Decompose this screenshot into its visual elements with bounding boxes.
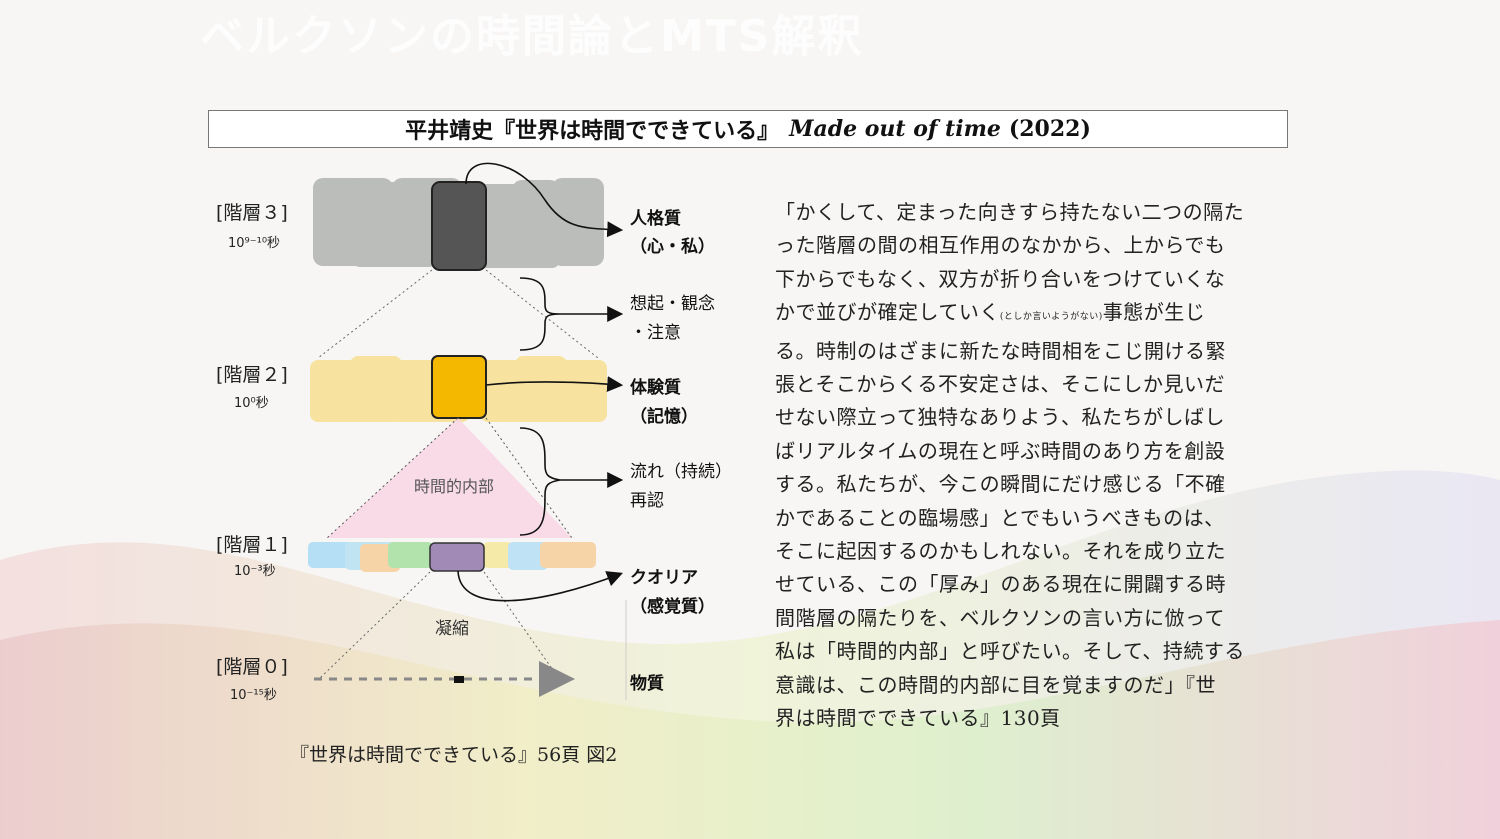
label-personality: 人格質 [630,209,681,229]
quote-text: 「かくして、定まった向きすら持たない二つの隔た った階層の間の相互作用のなかから… [775,196,1285,736]
level2-time: 10⁰秒 [234,396,269,411]
arrow-personality [465,162,624,238]
brace-recall [519,277,561,351]
level3-band [313,178,604,268]
label-experience: 体験質 [630,378,681,398]
level3-time: 10⁹⁻¹⁰秒 [228,236,281,251]
label-recall: 想起・観念 [630,294,715,314]
label-flow: 流れ（持続） [630,462,732,482]
book-title-jp: 平井靖史『世界は時間でできている』 [405,118,780,144]
level1-core [429,542,485,572]
arrow-qualia [457,570,623,602]
arrow-experience [485,376,624,393]
quote-note: (としか言いようがない) [999,312,1103,323]
book-title-en: Made out of time [789,116,1001,142]
level1-band [308,542,596,572]
label-temporal-inside: 時間的内部 [414,477,495,496]
label-condensation: 凝縮 [435,619,469,639]
slide-title: ベルクソンの時間論とMTS解釈 [200,11,864,62]
level1-label: [階層１] [216,534,288,556]
label-recall-sub: ・注意 [630,323,681,343]
book-title-year: (2022) [1008,116,1091,142]
label-flow-sub: 再認 [630,491,664,511]
label-experience-sub: （記憶） [630,407,698,427]
level2-core [431,355,487,419]
quote-part1: 「かくして、定まった向きすら持たない二つの隔た った階層の間の相互作用のなかから… [775,200,1245,325]
book-title-box: 平井靖史『世界は時間でできている』 Made out of time (2022… [208,110,1288,148]
level1-time: 10⁻³秒 [234,564,276,579]
label-qualia: クオリア [630,568,698,588]
level2-label: [階層２] [216,364,288,386]
level0-time: 10⁻¹⁵秒 [230,688,277,703]
level3-core [431,181,487,271]
label-matter: 物質 [630,674,664,694]
temporal-inside-cone [327,418,572,538]
quote-part2: 事態が生じ る。時制のはざまに新たな時間相をこじ開ける緊 張とそこからくる不安定… [775,300,1245,731]
label-personality-sub: （心・私） [630,237,715,257]
level0-label: [階層０] [216,656,288,678]
label-qualia-sub: （感覚質） [630,597,715,617]
level3-label: [階層３] [216,202,288,224]
brace-flow [519,427,561,536]
figure-caption: 『世界は時間でできている』56頁 図2 [290,744,618,766]
matter-point [454,676,464,683]
